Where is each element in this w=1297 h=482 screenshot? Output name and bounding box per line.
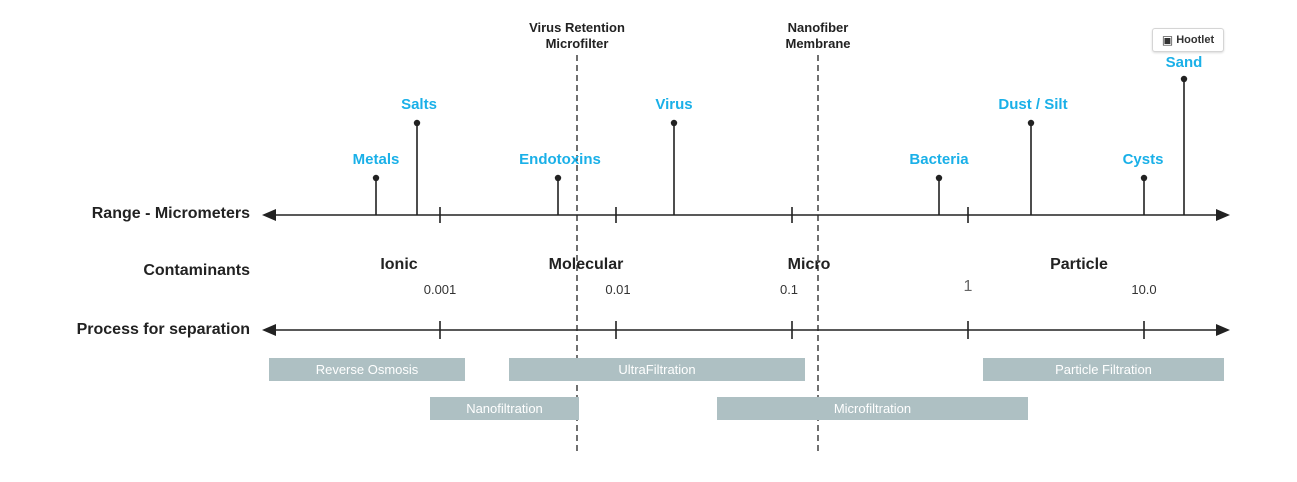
contaminant-label-salts: Salts — [401, 96, 437, 113]
virus-retention-label: Virus Retention Microfilter — [529, 20, 625, 51]
contaminant-label-metals: Metals — [352, 151, 400, 168]
contaminant-stem-cysts — [1140, 174, 1148, 215]
process-bar-nanofiltration: Nanofiltration — [430, 397, 579, 420]
hootlet-logo: ▣ Hootlet — [1152, 28, 1224, 52]
owl-icon: ▣ — [1161, 33, 1174, 47]
process-bar-reverse-osmosis: Reverse Osmosis — [269, 358, 465, 381]
scale-tick-label: 0.001 — [423, 282, 457, 297]
contaminant-label-dust-silt: Dust / Silt — [998, 96, 1068, 113]
contaminant-stem-dust-silt — [1027, 119, 1035, 215]
nanofiber-label: Nanofiber Membrane — [785, 20, 851, 51]
contaminant-label-sand: Sand — [1165, 54, 1203, 71]
category-particle: Particle — [1050, 256, 1108, 273]
process-bar-particle-filtration: Particle Filtration — [983, 358, 1224, 381]
process-axis-right-arrow — [1216, 324, 1230, 336]
scale-tick-label: 0.1 — [779, 282, 799, 297]
scale-tick-label: 0.01 — [605, 282, 631, 297]
contaminant-stem-virus — [670, 119, 678, 215]
contaminant-label-virus: Virus — [655, 96, 693, 113]
contaminant-stem-endotoxins — [554, 174, 562, 215]
category-ionic: Ionic — [380, 256, 418, 273]
process-bar-microfiltration: Microfiltration — [717, 397, 1028, 420]
contaminant-label-endotoxins: Endotoxins — [519, 151, 601, 168]
logo-text: Hootlet — [1176, 34, 1215, 46]
row-label-contaminants: Contaminants — [143, 262, 250, 279]
scale-tick-label: 1 — [963, 278, 973, 295]
scale-tick-label: 10.0 — [1131, 282, 1157, 297]
contaminant-label-cysts: Cysts — [1122, 151, 1164, 168]
contaminant-label-bacteria: Bacteria — [909, 151, 969, 168]
row-label-process: Process for separation — [76, 321, 250, 338]
category-micro: Micro — [787, 256, 831, 273]
contaminant-stem-metals — [372, 174, 380, 215]
process-bar-ultrafiltration: UltraFiltration — [509, 358, 805, 381]
row-label-range: Range - Micrometers — [91, 205, 250, 222]
range-axis-left-arrow — [262, 209, 276, 221]
range-axis-right-arrow — [1216, 209, 1230, 221]
contaminant-stem-salts — [413, 119, 421, 215]
process-axis-left-arrow — [262, 324, 276, 336]
contaminant-stem-bacteria — [935, 174, 943, 215]
contaminant-stem-sand — [1180, 75, 1188, 215]
category-molecular: Molecular — [548, 256, 624, 273]
